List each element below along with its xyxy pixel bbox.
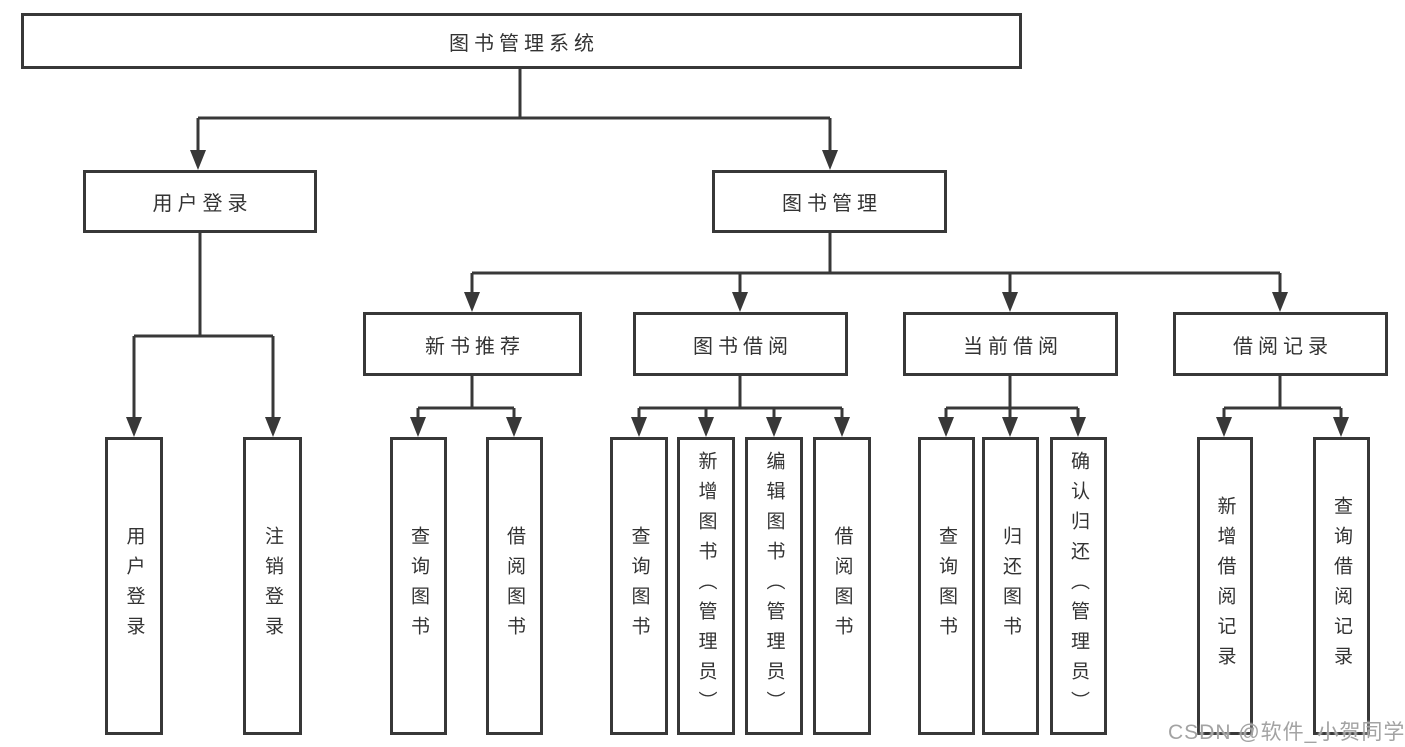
node-label: 用户登录 bbox=[152, 193, 253, 215]
node-root-system: 图书管理系统 bbox=[21, 13, 1022, 69]
node-current-borrow: 当前借阅 bbox=[903, 312, 1118, 376]
node-label: 确认归还（管理员） bbox=[1068, 451, 1089, 721]
leaf-borrow-books-1: 借阅图书 bbox=[486, 437, 543, 735]
connector-current-borrow-group bbox=[938, 376, 1086, 437]
node-label: 借阅记录 bbox=[1233, 335, 1333, 358]
node-label: 查询图书 bbox=[628, 526, 650, 646]
watermark: CSDN @软件_小贺同学 bbox=[1168, 721, 1405, 744]
leaf-query-books-1: 查询图书 bbox=[390, 437, 447, 735]
node-label: 查询借阅记录 bbox=[1331, 496, 1352, 676]
node-label: 查询图书 bbox=[408, 526, 429, 646]
node-book-borrow: 图书借阅 bbox=[633, 312, 848, 376]
leaf-query-borrow-record: 查询借阅记录 bbox=[1313, 437, 1370, 735]
connector-user-login-branch bbox=[126, 233, 281, 437]
leaf-query-books-3: 查询图书 bbox=[918, 437, 975, 735]
node-label: 用户登录 bbox=[123, 526, 145, 646]
node-label: 新增图书（管理员） bbox=[695, 451, 717, 721]
leaf-add-borrow-record: 新增借阅记录 bbox=[1197, 437, 1253, 735]
leaf-return-books: 归还图书 bbox=[982, 437, 1039, 735]
connector-book-borrow-group bbox=[631, 376, 850, 437]
connector-root-to-level2 bbox=[190, 69, 838, 170]
node-label: 归还图书 bbox=[1000, 526, 1021, 646]
leaf-query-books-2: 查询图书 bbox=[610, 437, 668, 735]
node-label: 图书管理 bbox=[782, 193, 882, 215]
connector-book-mgmt-to-level3 bbox=[464, 233, 1288, 312]
node-user-login: 用户登录 bbox=[83, 170, 317, 233]
connector-borrow-records-group bbox=[1216, 376, 1349, 437]
leaf-edit-books-admin: 编辑图书（管理员） bbox=[745, 437, 803, 735]
node-book-management: 图书管理 bbox=[712, 170, 947, 233]
node-label: 图书借阅 bbox=[693, 335, 793, 358]
leaf-user-login: 用户登录 bbox=[105, 437, 163, 735]
leaf-add-books-admin: 新增图书（管理员） bbox=[677, 437, 735, 735]
node-label: 借阅图书 bbox=[504, 526, 525, 646]
node-label: 当前借阅 bbox=[963, 335, 1063, 358]
node-label: 图书管理系统 bbox=[449, 32, 599, 55]
leaf-borrow-books-2: 借阅图书 bbox=[813, 437, 871, 735]
node-label: 新增借阅记录 bbox=[1214, 496, 1236, 676]
node-label: 编辑图书（管理员） bbox=[763, 451, 785, 721]
node-label: 查询图书 bbox=[936, 526, 957, 646]
node-new-book-recommend: 新书推荐 bbox=[363, 312, 582, 376]
leaf-confirm-return-admin: 确认归还（管理员） bbox=[1050, 437, 1107, 735]
leaf-logout: 注销登录 bbox=[243, 437, 302, 735]
node-borrow-records: 借阅记录 bbox=[1173, 312, 1388, 376]
node-label: 借阅图书 bbox=[831, 526, 853, 646]
connector-new-books-group bbox=[410, 376, 522, 437]
node-label: 新书推荐 bbox=[425, 335, 525, 358]
node-label: 注销登录 bbox=[262, 526, 283, 646]
